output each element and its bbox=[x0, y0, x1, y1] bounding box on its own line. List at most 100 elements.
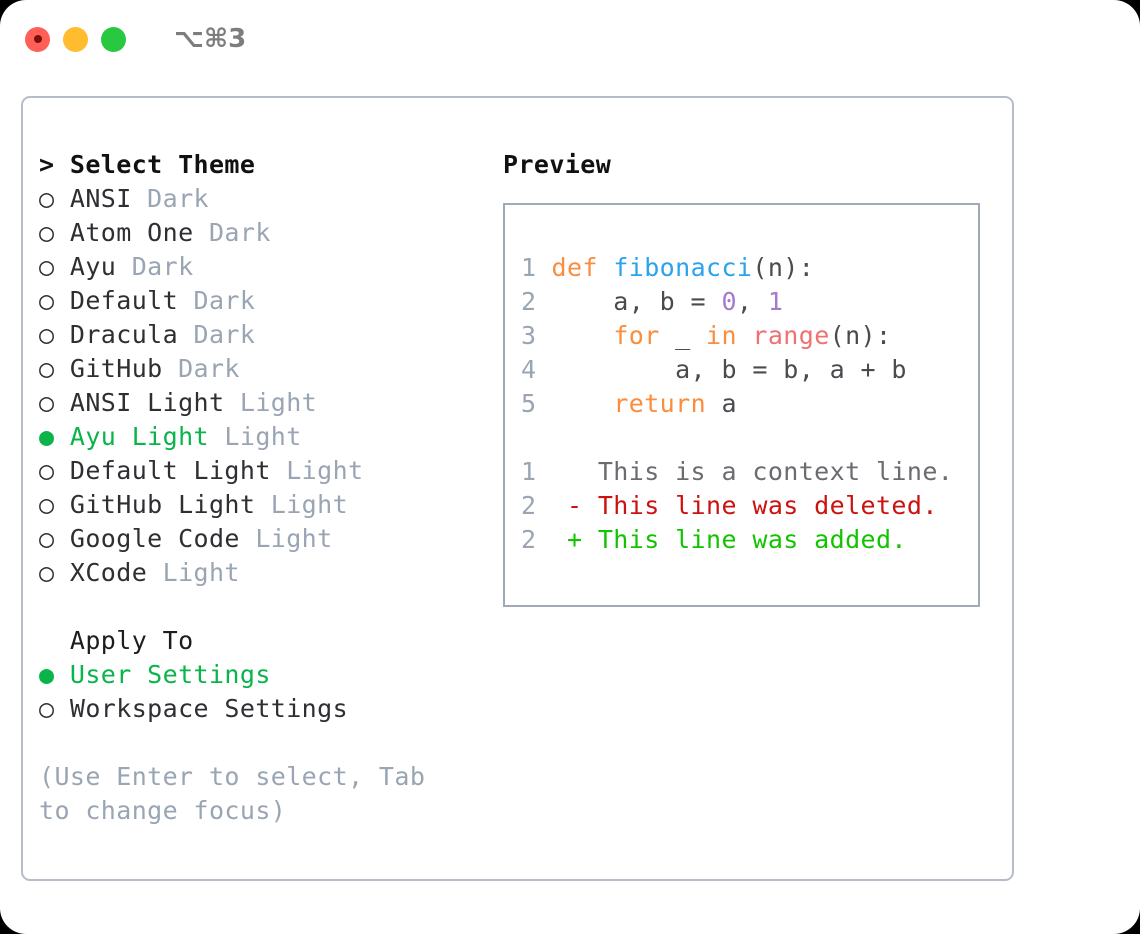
theme-variant-tag: Light bbox=[162, 558, 240, 587]
radio-unselected-icon: ○ bbox=[39, 252, 70, 281]
line-number-gutter-space bbox=[536, 389, 551, 418]
preview-title: Preview bbox=[503, 150, 612, 179]
radio-unselected-icon: ○ bbox=[39, 388, 70, 417]
apply-to-option-user-settings[interactable]: ● User Settings bbox=[39, 658, 489, 692]
code-token bbox=[598, 253, 613, 282]
code-line: 2 a, b = 0, 1 bbox=[505, 285, 978, 319]
diff-sample: 1 This is a context line.2 - This line w… bbox=[505, 455, 978, 557]
line-number: 1 bbox=[521, 457, 537, 486]
apply-to-option-workspace-settings[interactable]: ○ Workspace Settings bbox=[39, 692, 489, 726]
apply-to-option-label: Workspace Settings bbox=[69, 694, 349, 723]
maximize-window-button[interactable] bbox=[101, 26, 126, 52]
select-theme-header-label: Select Theme bbox=[69, 150, 256, 179]
section-spacer bbox=[39, 590, 489, 624]
line-number: 5 bbox=[521, 389, 537, 418]
line-number: 2 bbox=[521, 287, 537, 316]
code-token: (n): bbox=[829, 321, 892, 350]
code-token: a bbox=[706, 389, 737, 418]
apply-to-header-label: Apply To bbox=[69, 626, 194, 655]
theme-option-label: Dracula bbox=[69, 320, 194, 349]
code-line: 4 a, b = b, a + b bbox=[505, 353, 978, 387]
theme-option-ansi[interactable]: ○ ANSI Dark bbox=[39, 182, 489, 216]
minimize-window-button[interactable] bbox=[63, 26, 88, 52]
traffic-light-group bbox=[25, 26, 126, 52]
theme-variant-tag: Light bbox=[255, 524, 333, 553]
code-token: for bbox=[613, 321, 660, 350]
line-number-gutter-space bbox=[536, 525, 551, 554]
theme-variant-tag: Dark bbox=[178, 354, 240, 383]
radio-unselected-icon: ○ bbox=[39, 354, 70, 383]
theme-option-github-light[interactable]: ○ GitHub Light Light bbox=[39, 488, 489, 522]
line-number-gutter-space bbox=[536, 491, 551, 520]
line-number-gutter-space bbox=[536, 253, 551, 282]
apply-to-header: Apply To bbox=[39, 624, 489, 658]
radio-unselected-icon: ○ bbox=[39, 456, 70, 485]
radio-unselected-icon: ○ bbox=[39, 694, 70, 723]
theme-list-column: > Select Theme ○ ANSI Dark○ Atom One Dar… bbox=[39, 148, 489, 828]
theme-option-label: Atom One bbox=[69, 218, 209, 247]
theme-options-list[interactable]: ○ ANSI Dark○ Atom One Dark○ Ayu Dark○ De… bbox=[39, 182, 489, 590]
theme-option-ayu-light[interactable]: ● Ayu Light Light bbox=[39, 420, 489, 454]
apply-to-options-list[interactable]: ● User Settings○ Workspace Settings bbox=[39, 658, 489, 726]
code-token: , bbox=[736, 287, 768, 316]
theme-option-default[interactable]: ○ Default Dark bbox=[39, 284, 489, 318]
theme-option-github[interactable]: ○ GitHub Dark bbox=[39, 352, 489, 386]
code-token: 0 bbox=[721, 287, 737, 316]
theme-variant-tag: Dark bbox=[193, 320, 256, 349]
code-line: 5 return a bbox=[505, 387, 978, 421]
theme-variant-tag: Dark bbox=[147, 184, 209, 213]
radio-selected-icon: ● bbox=[39, 660, 70, 689]
code-token: - This line was deleted. bbox=[551, 491, 938, 520]
theme-option-google-code[interactable]: ○ Google Code Light bbox=[39, 522, 489, 556]
theme-option-xcode[interactable]: ○ XCode Light bbox=[39, 556, 489, 590]
theme-variant-tag: Light bbox=[224, 422, 302, 451]
line-number: 4 bbox=[521, 355, 537, 384]
line-number: 2 bbox=[521, 491, 537, 520]
code-token: fibonacci bbox=[613, 253, 753, 282]
code-token: return bbox=[613, 389, 707, 418]
code-token bbox=[552, 389, 614, 418]
code-token: range bbox=[752, 321, 830, 350]
code-token: in bbox=[706, 321, 737, 350]
theme-option-label: Google Code bbox=[69, 524, 256, 553]
theme-variant-tag: Dark bbox=[208, 218, 271, 247]
theme-option-label: XCode bbox=[69, 558, 163, 587]
code-token: a, b = b, a + b bbox=[551, 355, 907, 384]
radio-unselected-icon: ○ bbox=[39, 320, 70, 349]
line-number: 2 bbox=[521, 525, 537, 554]
theme-option-label: Ayu bbox=[69, 252, 132, 281]
code-line: 3 for _ in range(n): bbox=[505, 319, 978, 353]
theme-option-ansi-light[interactable]: ○ ANSI Light Light bbox=[39, 386, 489, 420]
theme-variant-tag: Light bbox=[286, 456, 364, 485]
apply-to-option-label: User Settings bbox=[69, 660, 271, 689]
theme-variant-tag: Dark bbox=[193, 286, 256, 315]
code-line: 1 def fibonacci(n): bbox=[505, 251, 978, 285]
radio-unselected-icon: ○ bbox=[39, 558, 70, 587]
code-token: a, b = bbox=[551, 287, 722, 316]
theme-option-default-light[interactable]: ○ Default Light Light bbox=[39, 454, 489, 488]
line-number: 1 bbox=[521, 253, 537, 282]
code-token bbox=[737, 321, 752, 350]
code-token: _ bbox=[659, 321, 707, 350]
diff-line: 1 This is a context line. bbox=[505, 455, 978, 489]
close-window-button[interactable] bbox=[25, 26, 50, 52]
code-token: + This line was added. bbox=[551, 525, 907, 554]
radio-unselected-icon: ○ bbox=[39, 524, 70, 553]
prompt-caret-icon: > bbox=[39, 150, 55, 179]
code-token: def bbox=[551, 253, 598, 282]
theme-option-atom-one[interactable]: ○ Atom One Dark bbox=[39, 216, 489, 250]
theme-option-label: GitHub bbox=[69, 354, 179, 383]
theme-option-ayu[interactable]: ○ Ayu Dark bbox=[39, 250, 489, 284]
theme-variant-tag: Light bbox=[270, 490, 349, 519]
diff-line: 2 + This line was added. bbox=[505, 523, 978, 557]
theme-variant-tag: Dark bbox=[131, 252, 194, 281]
radio-unselected-icon: ○ bbox=[39, 218, 70, 247]
code-diff-gap bbox=[505, 421, 978, 455]
theme-option-label: Default Light bbox=[69, 456, 287, 485]
theme-option-dracula[interactable]: ○ Dracula Dark bbox=[39, 318, 489, 352]
theme-option-label: ANSI Light bbox=[69, 388, 240, 417]
radio-unselected-icon: ○ bbox=[39, 490, 70, 519]
line-number-gutter-space bbox=[536, 457, 551, 486]
